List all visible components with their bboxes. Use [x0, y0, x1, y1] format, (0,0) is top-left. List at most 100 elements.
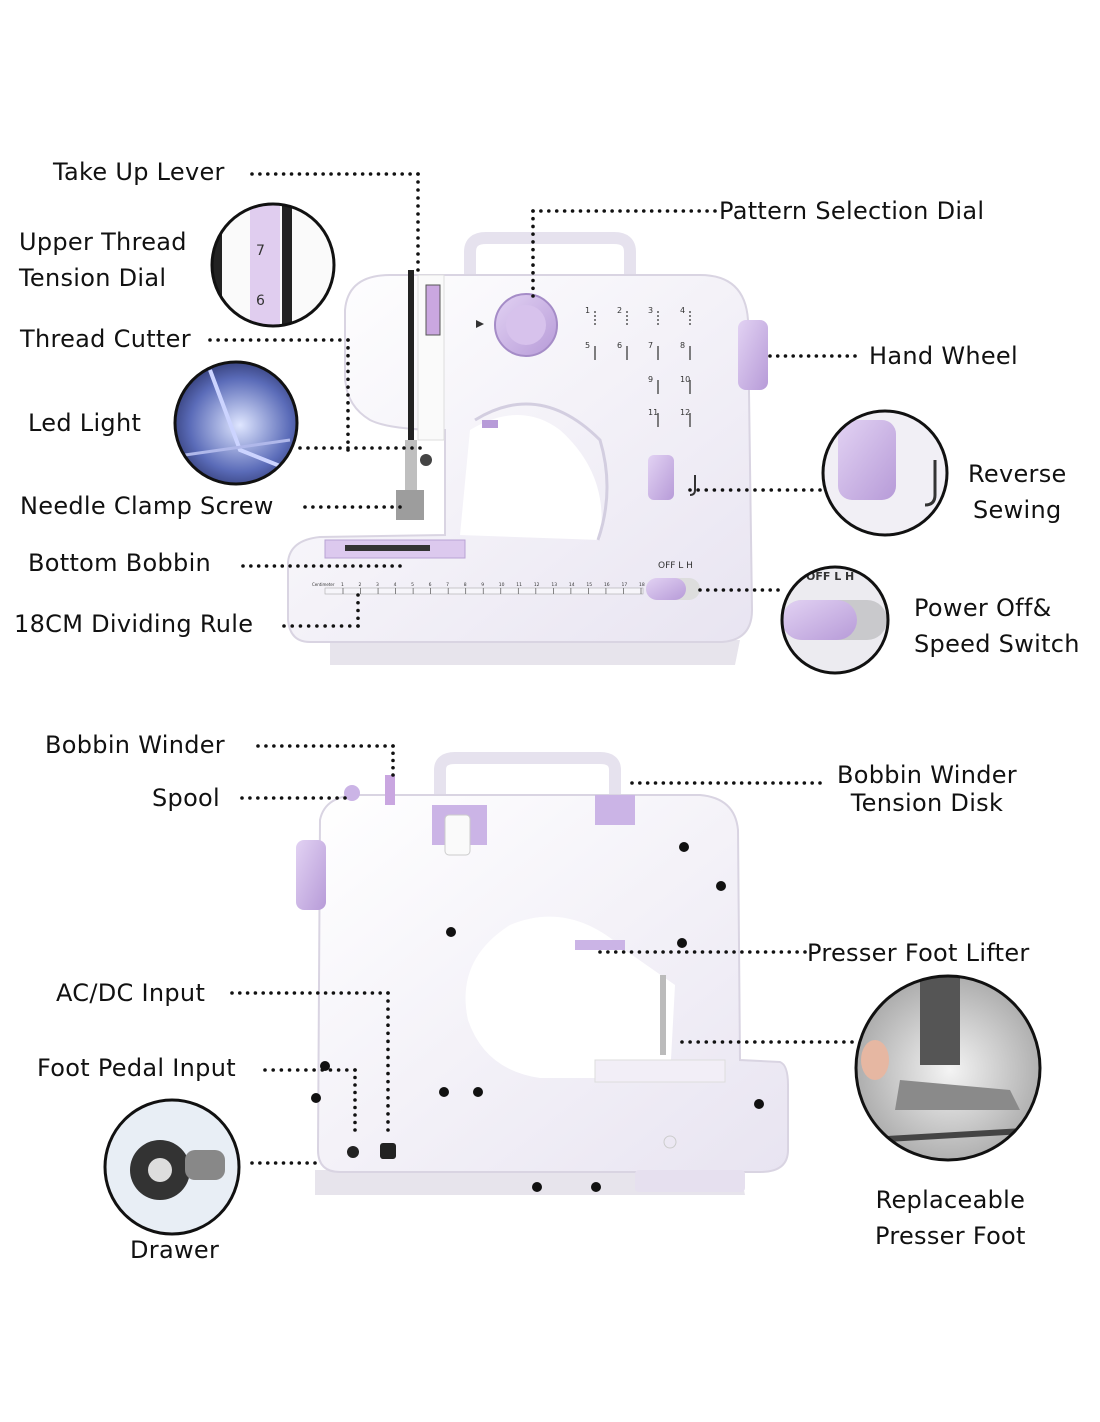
ruler-number: 16	[604, 582, 610, 588]
leader-dot	[752, 588, 757, 592]
leader-dot	[578, 209, 583, 213]
leader-dot	[345, 1068, 349, 1072]
leader-dot	[295, 796, 300, 800]
leader-dot	[216, 338, 220, 342]
leader-dot	[273, 172, 278, 176]
leader-dot	[392, 172, 397, 176]
leader-dot	[706, 588, 710, 592]
leader-dot	[356, 593, 360, 597]
leader-dot	[346, 338, 350, 342]
leader-dot	[649, 209, 654, 213]
leader-dot	[531, 286, 535, 291]
leader-dot	[339, 624, 344, 628]
leader-dot	[376, 172, 381, 176]
leader-dot	[779, 950, 784, 954]
leader-dot	[688, 488, 692, 492]
leader-dot	[386, 1112, 390, 1116]
leader-dot	[794, 781, 799, 785]
leader-dot	[531, 209, 535, 213]
leader-dot	[769, 1040, 773, 1044]
leader-dot	[353, 1113, 357, 1117]
leader-dot	[779, 781, 783, 785]
leader-dot	[230, 991, 234, 995]
leader-dot	[696, 488, 700, 492]
speed-switch-closeup: OFF L H	[780, 565, 890, 675]
ruler-number: 18	[639, 582, 645, 588]
leader-dot	[311, 564, 316, 568]
leader-dot	[287, 796, 292, 800]
label-foot-pedal-input: Foot Pedal Input	[37, 1054, 236, 1082]
leader-dot	[661, 781, 666, 785]
leader-dot	[334, 505, 339, 509]
leader-dot	[386, 1128, 390, 1132]
leader-dot	[818, 488, 822, 492]
leader-dot	[630, 781, 634, 785]
leader-dot	[748, 950, 752, 954]
leader-dot	[282, 624, 286, 628]
label-spool: Spool	[152, 784, 221, 812]
leader-lines	[208, 172, 857, 1165]
leader-dot	[562, 209, 567, 213]
leader-dot	[374, 564, 379, 568]
leader-dot	[390, 564, 394, 568]
leader-dot	[346, 346, 350, 350]
leader-dot	[740, 950, 744, 954]
leader-dot	[386, 1039, 390, 1044]
ruler-number: 17	[621, 582, 627, 588]
leader-dot	[621, 950, 626, 954]
leader-dot	[265, 338, 269, 342]
leader-dot	[386, 1055, 390, 1060]
leader-dot	[353, 1098, 357, 1102]
leader-dot	[330, 446, 334, 450]
ruler-number: 11	[516, 582, 522, 588]
ruler-number: 6	[429, 582, 432, 588]
leader-dot	[692, 781, 697, 785]
leader-dot	[312, 1068, 316, 1072]
leader-dot	[315, 624, 319, 628]
leader-dot	[224, 338, 229, 342]
leader-dot	[787, 950, 792, 954]
leader-dot	[594, 209, 599, 213]
leader-dot	[383, 744, 387, 748]
leader-dot	[724, 781, 728, 785]
leader-dot	[786, 781, 791, 785]
leader-dot	[531, 294, 535, 298]
leader-dot	[416, 196, 420, 200]
leader-dot	[280, 564, 285, 568]
leader-dot	[391, 765, 395, 770]
leader-dot	[265, 1161, 270, 1165]
leader-dot	[289, 338, 293, 342]
leader-dot	[256, 564, 261, 568]
leader-dot	[416, 228, 420, 232]
leader-dot	[378, 991, 383, 995]
leader-dot	[345, 172, 349, 176]
leader-dot	[677, 781, 681, 785]
leader-dot	[238, 991, 242, 995]
leader-dot	[416, 180, 420, 184]
leader-dot	[760, 588, 765, 592]
ruler-number: 4	[394, 582, 397, 588]
leader-dot	[704, 488, 709, 492]
leader-dot	[240, 796, 244, 800]
leader-dot	[306, 446, 310, 450]
leader-dot	[386, 999, 390, 1003]
leader-dot	[755, 950, 760, 954]
leader-dot	[645, 781, 650, 785]
stitch-number: 5	[585, 341, 590, 350]
leader-dot	[353, 1083, 357, 1087]
leader-dot	[362, 446, 366, 450]
leader-dot	[775, 354, 780, 358]
leader-dot	[353, 1090, 357, 1095]
leader-dot	[531, 240, 535, 244]
leader-dot	[331, 624, 336, 628]
leader-dot	[394, 446, 398, 450]
label-upper-thread-tension-dial: Upper Thread Tension Dial	[19, 228, 187, 292]
ruler-number: 2	[359, 582, 362, 588]
leader-dot	[382, 505, 386, 509]
leader-dot	[665, 209, 670, 213]
leader-dot	[271, 1068, 275, 1072]
leader-dot	[351, 564, 355, 568]
leader-dot	[300, 991, 305, 995]
leader-dot	[258, 1161, 262, 1165]
leader-dot	[547, 209, 551, 213]
